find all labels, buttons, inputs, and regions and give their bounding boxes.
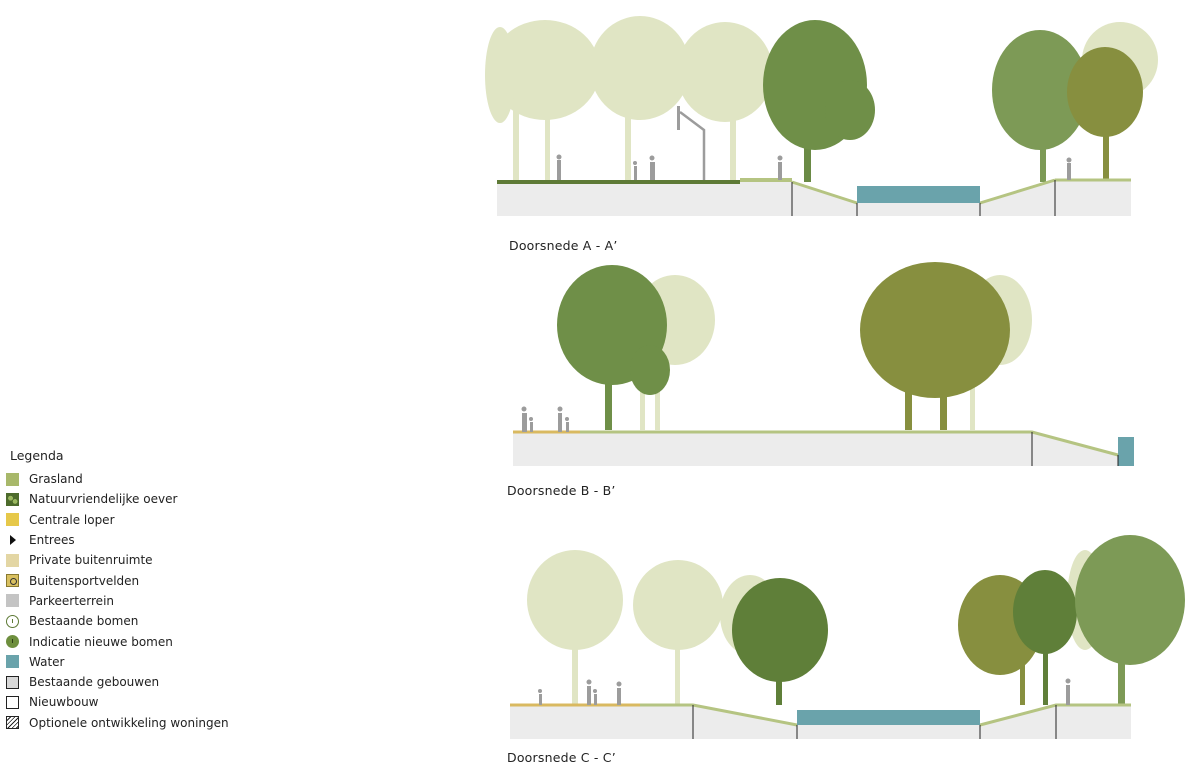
- section-a-pale-trees: [485, 16, 1158, 180]
- legend-item-buitensportvelden: Buitensportvelden: [6, 570, 229, 590]
- legend-label: Indicatie nieuwe bomen: [29, 634, 173, 649]
- section-a-water: [857, 186, 980, 203]
- legend-label: Centrale loper: [29, 512, 115, 527]
- entrance-triangle-icon: [10, 535, 16, 546]
- new-building-swatch: [6, 695, 19, 709]
- legend-label: Natuurvriendelijke oever: [29, 492, 178, 507]
- loper-swatch: [6, 513, 19, 527]
- grassland-swatch: [6, 472, 19, 486]
- section-b-green-trees: [557, 262, 1010, 430]
- section-b-water: [1118, 437, 1134, 466]
- legend-item-natuurvriendelijke-oever: Natuurvriendelijke oever: [6, 489, 229, 509]
- section-c-water: [797, 710, 980, 725]
- caption-section-b: Doorsnede B - B’: [507, 483, 616, 498]
- existing-tree-icon: [6, 614, 19, 628]
- legend-item-private-buitenruimte: Private buitenruimte: [6, 550, 229, 570]
- section-b-ground: [513, 432, 1118, 466]
- parking-swatch: [6, 594, 19, 608]
- section-a-ground: [497, 180, 1131, 216]
- optional-housing-hatch-swatch: [6, 716, 19, 730]
- legend-label: Buitensportvelden: [29, 573, 140, 588]
- legend-item-nieuwbouw: Nieuwbouw: [6, 692, 229, 712]
- existing-building-swatch: [6, 675, 19, 689]
- private-swatch: [6, 553, 19, 567]
- new-tree-icon: [6, 635, 19, 649]
- legend-title: Legenda: [10, 448, 64, 463]
- legend-item-water: Water: [6, 652, 229, 672]
- legend-label: Bestaande bomen: [29, 614, 139, 629]
- legend-item-optionele-ontwikkeling-woningen: Optionele ontwikkeling woningen: [6, 713, 229, 733]
- section-a-drawing: [485, 16, 1158, 216]
- section-a-green-trees: [763, 20, 1143, 182]
- legend-label: Bestaande gebouwen: [29, 675, 160, 690]
- legend-label: Private buitenruimte: [29, 553, 153, 568]
- sports-field-icon: [6, 574, 19, 588]
- legend: Legenda Grasland Natuurvriendelijke oeve…: [6, 448, 229, 733]
- section-b-drawing: [513, 262, 1134, 466]
- bank-swatch: [6, 492, 19, 506]
- section-c-people: [538, 678, 1071, 705]
- legend-item-grasland: Grasland: [6, 469, 229, 489]
- legend-item-centrale-loper: Centrale loper: [6, 510, 229, 530]
- legend-label: Optionele ontwikkeling woningen: [29, 715, 229, 730]
- section-b-people: [521, 406, 569, 432]
- section-c-green-trees: [732, 535, 1185, 705]
- legend-item-indicatie-nieuwe-bomen: Indicatie nieuwe bomen: [6, 631, 229, 651]
- caption-section-c: Doorsnede C - C’: [507, 750, 616, 765]
- caption-section-a: Doorsnede A - A’: [509, 238, 618, 253]
- legend-item-parkeerterrein: Parkeerterrein: [6, 591, 229, 611]
- water-swatch: [6, 655, 19, 669]
- legend-label: Entrees: [29, 533, 75, 548]
- section-c-drawing: [510, 535, 1185, 739]
- section-a-people: [556, 154, 1072, 180]
- legend-label: Nieuwbouw: [29, 695, 99, 710]
- legend-label: Water: [29, 654, 65, 669]
- legend-item-bestaande-bomen: Bestaande bomen: [6, 611, 229, 631]
- legend-label: Grasland: [29, 472, 83, 487]
- legend-item-entrees: Entrees: [6, 530, 229, 550]
- legend-label: Parkeerterrein: [29, 593, 115, 608]
- legend-item-bestaande-gebouwen: Bestaande gebouwen: [6, 672, 229, 692]
- section-c-ground: [510, 705, 1131, 739]
